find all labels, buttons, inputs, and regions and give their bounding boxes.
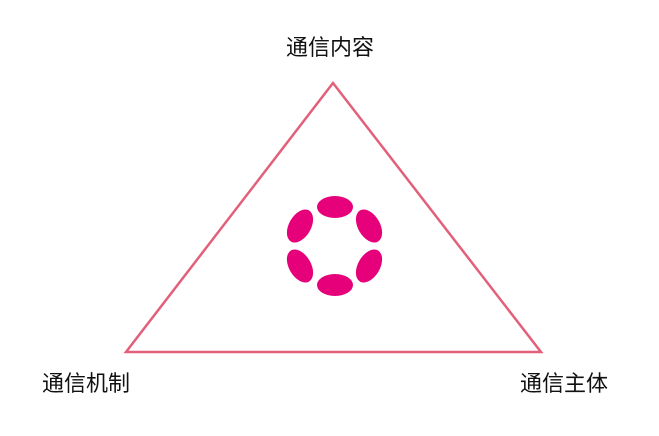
logo-dot-top <box>317 196 353 218</box>
logo-dot-lower-left <box>286 249 314 283</box>
logo-dot-upper-right <box>355 209 383 243</box>
logo-dot-bottom <box>317 274 353 296</box>
logo-dot-lower-right <box>355 249 383 283</box>
label-communication-subject: 通信主体 <box>520 372 609 397</box>
polkadot-logo-icon <box>286 196 383 296</box>
triangle-outline <box>123 80 544 354</box>
logo-dot-upper-left <box>286 209 314 243</box>
label-communication-mechanism: 通信机制 <box>42 372 131 397</box>
label-communication-content: 通信内容 <box>286 36 375 61</box>
